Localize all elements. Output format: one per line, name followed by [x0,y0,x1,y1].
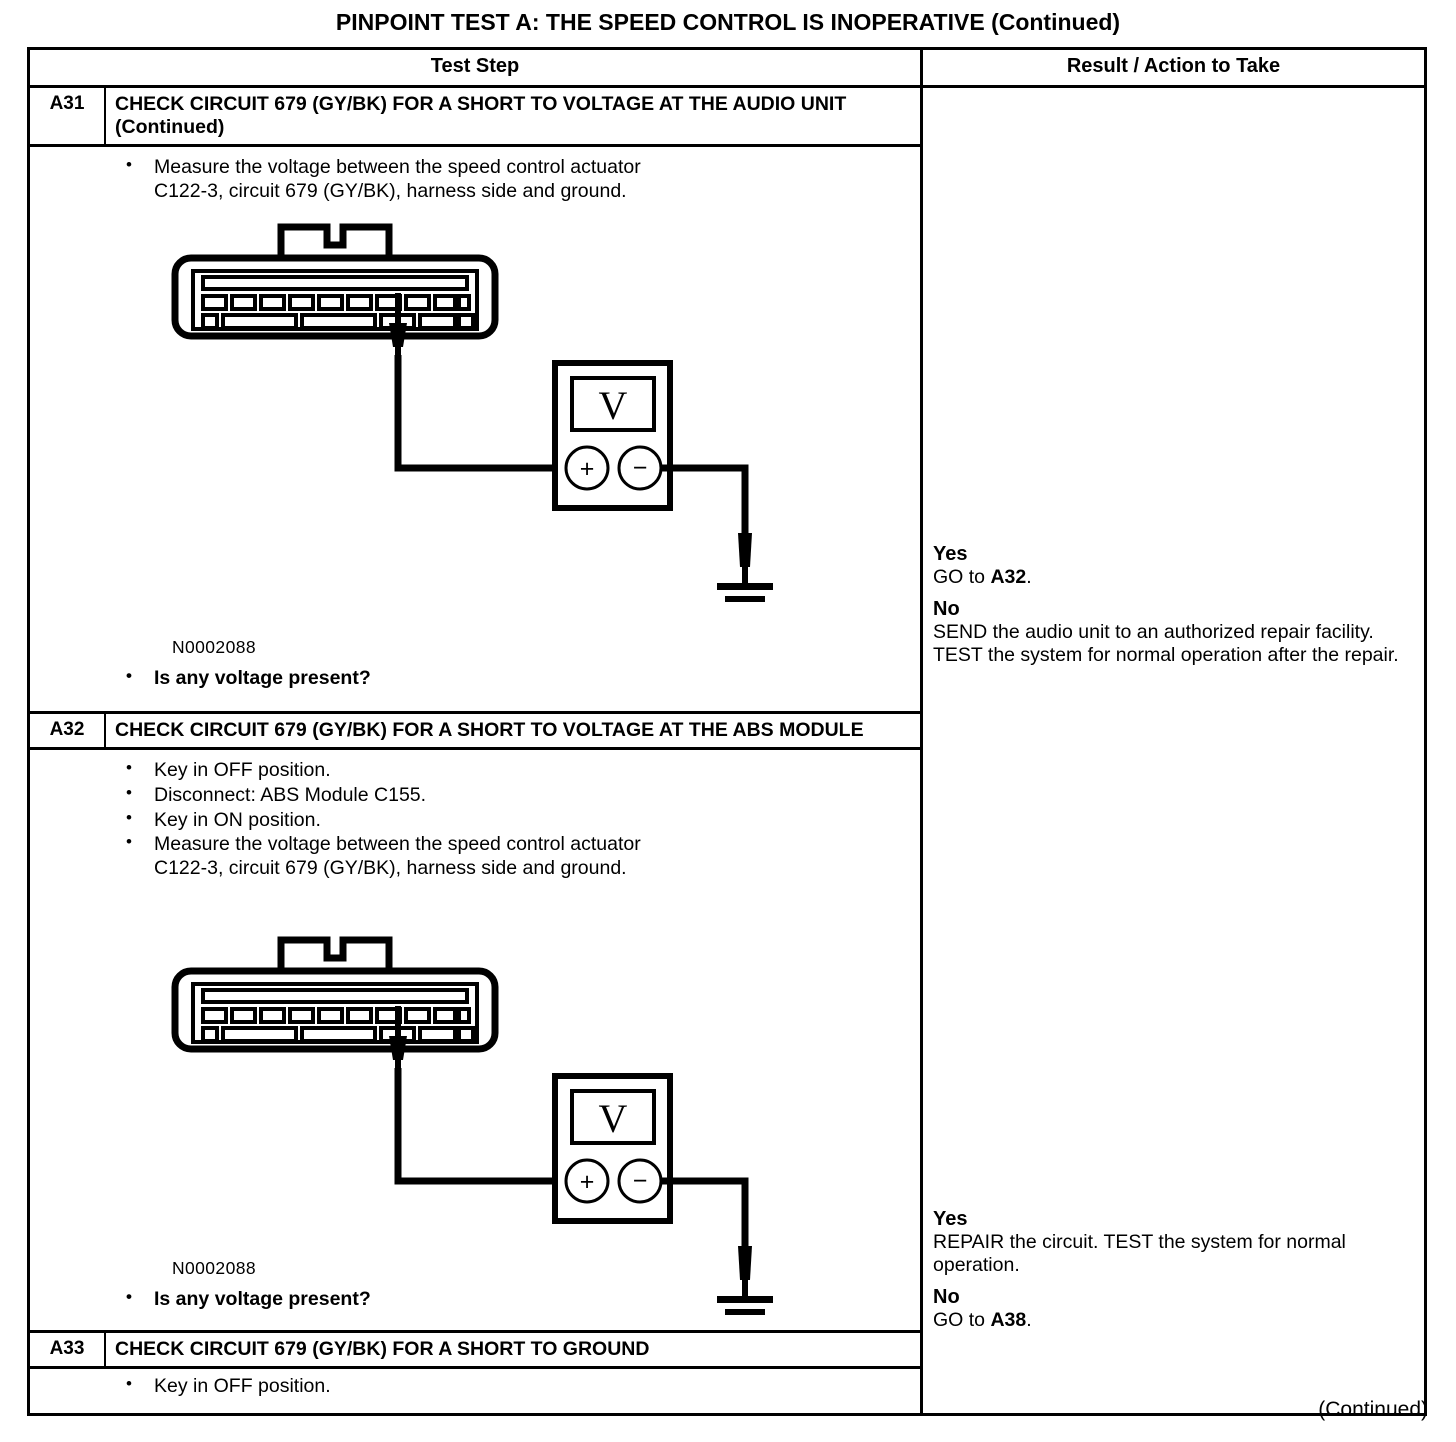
svg-text:+: + [580,1168,595,1196]
list-item: Measure the voltage between the speed co… [30,832,920,881]
step-header-a32: A32 CHECK CIRCUIT 679 (GY/BK) FOR A SHOR… [30,714,920,750]
step-header-a33: A33 CHECK CIRCUIT 679 (GY/BK) FOR A SHOR… [30,1333,920,1369]
bullet-list-a31: Measure the voltage between the speed co… [30,147,920,204]
result-text-no: SEND the audio unit to an authorized rep… [933,620,1399,666]
column-header-result-action: Result / Action to Take [1066,55,1281,77]
table-row-a33: A33 CHECK CIRCUIT 679 (GY/BK) FOR A SHOR… [30,1333,1424,1413]
result-cell-a31: Yes GO to A32. No SEND the audio unit to… [923,88,1424,714]
ground-symbol-icon [717,1246,773,1315]
result-group-a31: Yes GO to A32. No SEND the audio unit to… [933,543,1416,675]
figure-id-a31: N0002088 [172,637,256,657]
meter-display-value: V [599,1096,628,1141]
test-probe-icon [389,1006,407,1072]
step-body-a33: Key in OFF position. [30,1369,920,1413]
result-text-yes: GO to A32. [933,566,1032,588]
table-row-a32: A32 CHECK CIRCUIT 679 (GY/BK) FOR A SHOR… [30,714,1424,1333]
column-header-test-step: Test Step [430,55,520,77]
result-label-yes: Yes [933,1208,968,1230]
list-item: Measure the voltage between the speed co… [30,155,920,204]
result-group-a32: Yes REPAIR the circuit. TEST the system … [933,1208,1416,1340]
step-title-a31: CHECK CIRCUIT 679 (GY/BK) FOR A SHORT TO… [115,93,847,138]
result-text-yes: REPAIR the circuit. TEST the system for … [933,1231,1346,1276]
meter-display-value: V [599,383,628,428]
list-item: Disconnect: ABS Module C155. [30,783,920,808]
step-code-a33: A33 [30,1333,106,1366]
measurement-diagram-a32: V + − [171,936,773,1315]
step-title-a33: CHECK CIRCUIT 679 (GY/BK) FOR A SHORT TO… [115,1338,650,1360]
step-title-a32: CHECK CIRCUIT 679 (GY/BK) FOR A SHORT TO… [115,719,864,741]
footer-continued-note: (Continued) [1318,1398,1428,1421]
test-probe-icon [389,293,407,359]
ground-symbol-icon [717,533,773,602]
svg-text:−: − [633,1167,648,1195]
result-label-no: No [933,1285,960,1308]
list-item: Key in OFF position. [30,1374,920,1399]
question-list-a31: Is any voltage present? [30,666,371,692]
measurement-diagram-a31: V + − [171,223,773,602]
step-body-a32: Key in OFF position. Disconnect: ABS Mod… [30,750,920,1333]
figure-id-a32: N0002088 [172,1258,256,1278]
result-label-yes: Yes [933,543,968,565]
bullet-list-a32: Key in OFF position. Disconnect: ABS Mod… [30,750,920,881]
step-body-a31: Measure the voltage between the speed co… [30,147,920,714]
list-item: Is any voltage present? [30,1287,371,1312]
svg-text:−: − [633,454,648,482]
list-item: Is any voltage present? [30,666,371,691]
list-item: Key in OFF position. [30,758,920,783]
list-item: Key in ON position. [30,808,920,833]
result-cell-a32: Yes REPAIR the circuit. TEST the system … [923,714,1424,1333]
pinpoint-test-table: Test Step Result / Action to Take A31 CH… [27,47,1427,1416]
bullet-list-a33: Key in OFF position. [30,1369,920,1399]
question-list-a32: Is any voltage present? [30,1287,371,1313]
table-header-row: Test Step Result / Action to Take [30,50,1424,88]
result-label-no: No [933,597,960,620]
result-text-no: GO to A38. [933,1308,1032,1331]
page-title: PINPOINT TEST A: THE SPEED CONTROL IS IN… [335,9,1121,35]
step-code-a31: A31 [30,88,106,144]
step-header-a31: A31 CHECK CIRCUIT 679 (GY/BK) FOR A SHOR… [30,88,920,147]
table-row-a31: A31 CHECK CIRCUIT 679 (GY/BK) FOR A SHOR… [30,88,1424,714]
svg-text:+: + [580,455,595,483]
step-code-a32: A32 [30,714,106,747]
